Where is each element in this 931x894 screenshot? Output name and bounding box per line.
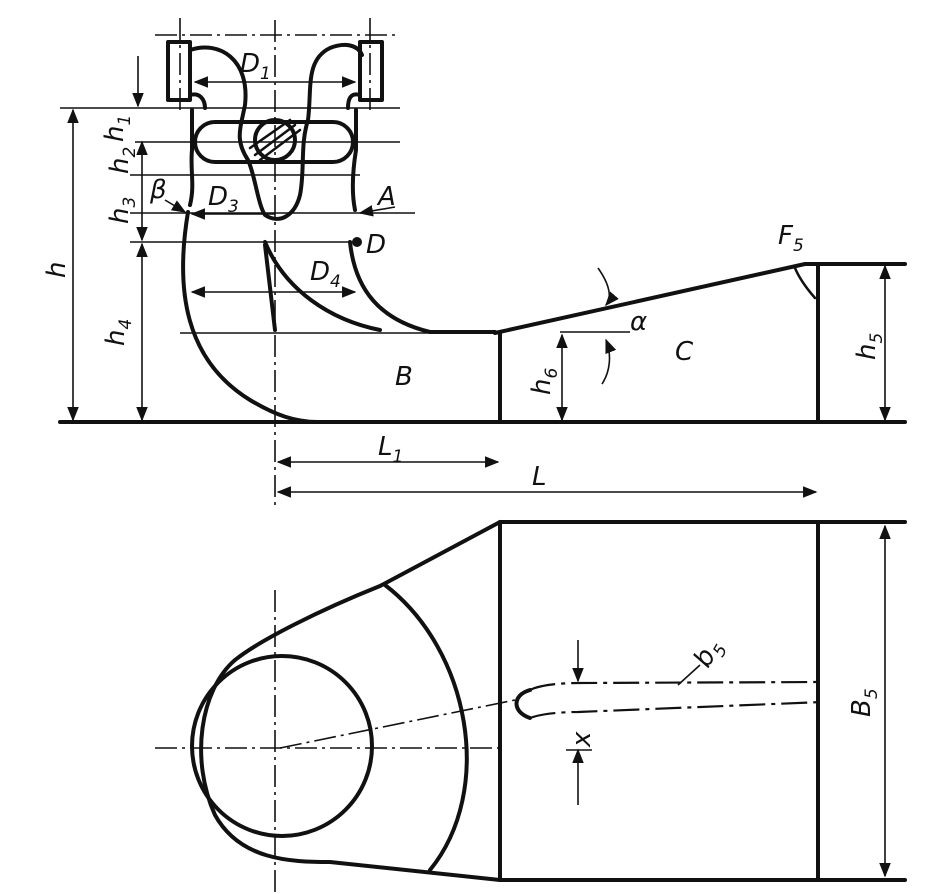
leader-b5 [677, 664, 701, 686]
plan-arc [383, 583, 469, 872]
label-F5: F5 [778, 221, 804, 256]
angle-alpha-arc [597, 267, 619, 307]
label-h4: h4 [101, 319, 136, 346]
label-D3: D3 [208, 182, 239, 217]
plan-upper-edge [233, 520, 502, 662]
plan-view [155, 520, 907, 894]
pin-hatch [253, 123, 297, 157]
clamp-left-lip [188, 92, 207, 110]
elevation-view [58, 18, 907, 505]
label-D1: D1 [240, 49, 271, 84]
label-B: B [395, 362, 413, 392]
pivot-circle [190, 654, 374, 838]
point-D [352, 237, 362, 247]
label-L: L [532, 462, 547, 492]
label-beta: β [149, 175, 167, 205]
F5-corner [793, 266, 817, 300]
leader-beta [164, 199, 187, 213]
slot-lower [529, 700, 823, 720]
label-L1: L1 [378, 432, 403, 467]
label-h5: h5 [852, 333, 887, 360]
label-D4: D4 [310, 257, 341, 292]
label-h1: h1 [100, 115, 135, 142]
label-A: A [376, 182, 396, 212]
plan-lower-edge [199, 658, 502, 882]
bucket-floor-edge [493, 262, 822, 335]
pin-hatch [248, 118, 292, 150]
left-bolt [166, 40, 192, 102]
label-B5: B5 [847, 688, 882, 717]
shank-left [188, 108, 195, 207]
label-D: D [366, 230, 386, 260]
bucket-back-outer [181, 210, 320, 424]
pin-hatch [258, 128, 302, 162]
clamp-right-lip [346, 92, 362, 110]
clamp-body [188, 42, 364, 221]
label-h3: h3 [105, 197, 140, 224]
slot-end [514, 688, 532, 720]
right-bolt [358, 40, 384, 102]
bucket-inner-curve-2 [263, 240, 382, 332]
label-h2: h2 [105, 147, 140, 174]
label-b5: b5 [688, 634, 732, 675]
label-C: C [675, 337, 694, 367]
shank-right [350, 108, 358, 212]
label-x: x [567, 731, 597, 748]
slot-upper [529, 680, 823, 692]
leader-A [358, 205, 396, 217]
pin [253, 118, 297, 162]
plan-diagonal-axis [279, 699, 516, 749]
label-h6: h6 [527, 368, 562, 395]
bucket-inner-curve [348, 240, 497, 334]
label-alpha: α [630, 307, 647, 337]
angle-alpha-arc-2 [601, 338, 617, 385]
label-h: h [42, 262, 72, 278]
